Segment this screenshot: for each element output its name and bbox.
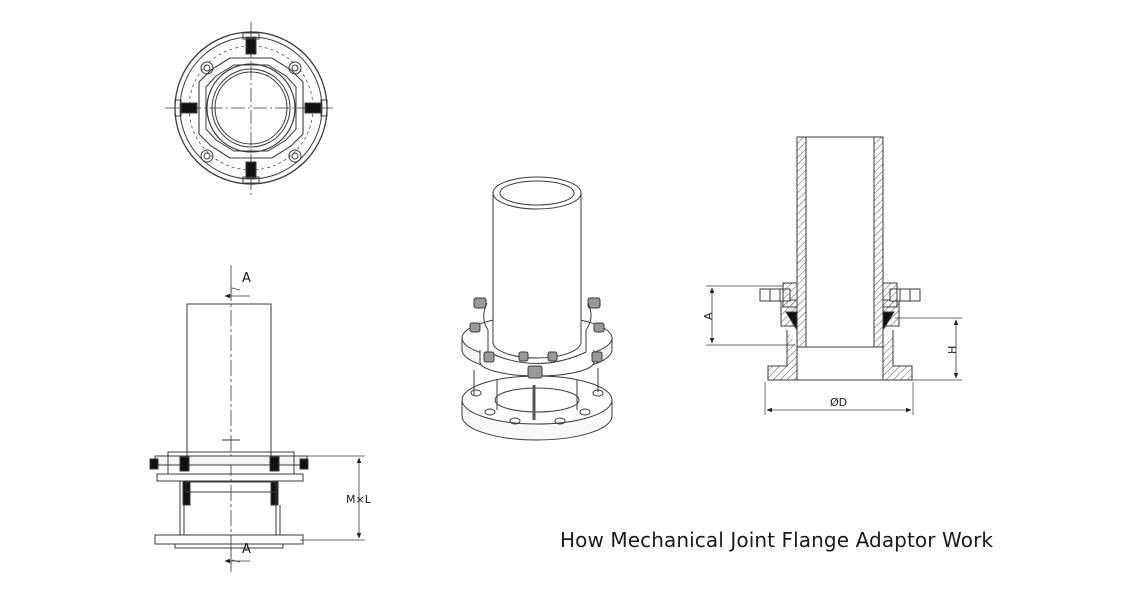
bolt-hole bbox=[288, 149, 302, 163]
clamp-lug bbox=[304, 102, 322, 114]
clamp-lug bbox=[245, 161, 257, 179]
dimension-label-a: A bbox=[702, 312, 715, 320]
pipe-outline bbox=[186, 303, 272, 457]
bolt-hole bbox=[288, 61, 302, 75]
dimension-label-d: ØD bbox=[830, 396, 847, 409]
top-view-flange-plan bbox=[165, 22, 336, 196]
clamp-lug bbox=[180, 102, 198, 114]
isometric-view bbox=[461, 176, 613, 441]
bolt-hole bbox=[200, 149, 214, 163]
iso-pipe-body bbox=[492, 193, 582, 359]
figure-caption: How Mechanical Joint Flange Adaptor Work bbox=[560, 528, 994, 552]
front-view-elevation bbox=[149, 265, 365, 572]
dimension-label-mxl: M×L bbox=[346, 493, 372, 506]
dimension-label-h: H bbox=[946, 346, 959, 354]
section-mark-bottom: A bbox=[242, 542, 251, 557]
bolt-hole bbox=[200, 61, 214, 75]
clamp-lug bbox=[245, 37, 257, 55]
flange-bolt-holes bbox=[470, 389, 604, 425]
section-view bbox=[706, 136, 962, 415]
section-mark-top: A bbox=[242, 271, 251, 286]
iso-bolts bbox=[469, 297, 605, 379]
